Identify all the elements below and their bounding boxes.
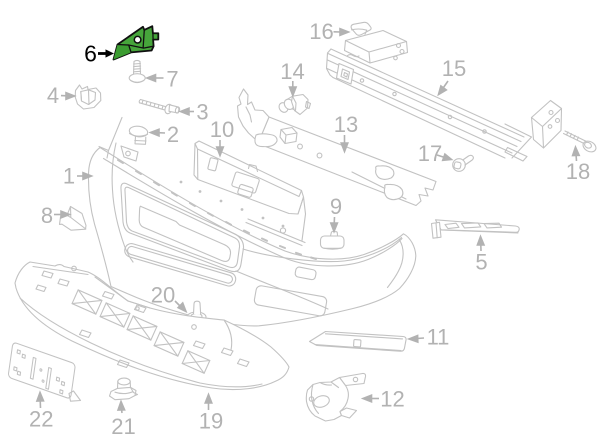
svg-text:2: 2 — [167, 122, 179, 147]
svg-text:9: 9 — [330, 194, 342, 219]
svg-text:10: 10 — [210, 117, 234, 142]
svg-text:12: 12 — [380, 387, 404, 412]
svg-text:15: 15 — [442, 56, 466, 81]
svg-text:6: 6 — [84, 41, 97, 67]
svg-text:14: 14 — [280, 59, 304, 84]
svg-text:17: 17 — [418, 141, 442, 166]
svg-text:1: 1 — [63, 164, 75, 189]
svg-text:19: 19 — [199, 409, 223, 434]
svg-text:18: 18 — [566, 159, 590, 184]
svg-text:13: 13 — [334, 112, 358, 137]
svg-text:5: 5 — [475, 250, 487, 275]
svg-text:11: 11 — [427, 325, 450, 350]
svg-text:3: 3 — [196, 100, 208, 125]
svg-text:20: 20 — [151, 283, 175, 308]
svg-text:8: 8 — [41, 203, 53, 228]
svg-text:21: 21 — [111, 414, 135, 439]
svg-text:22: 22 — [29, 407, 53, 432]
svg-text:7: 7 — [166, 67, 178, 92]
svg-text:16: 16 — [309, 19, 333, 44]
svg-text:4: 4 — [47, 83, 59, 108]
